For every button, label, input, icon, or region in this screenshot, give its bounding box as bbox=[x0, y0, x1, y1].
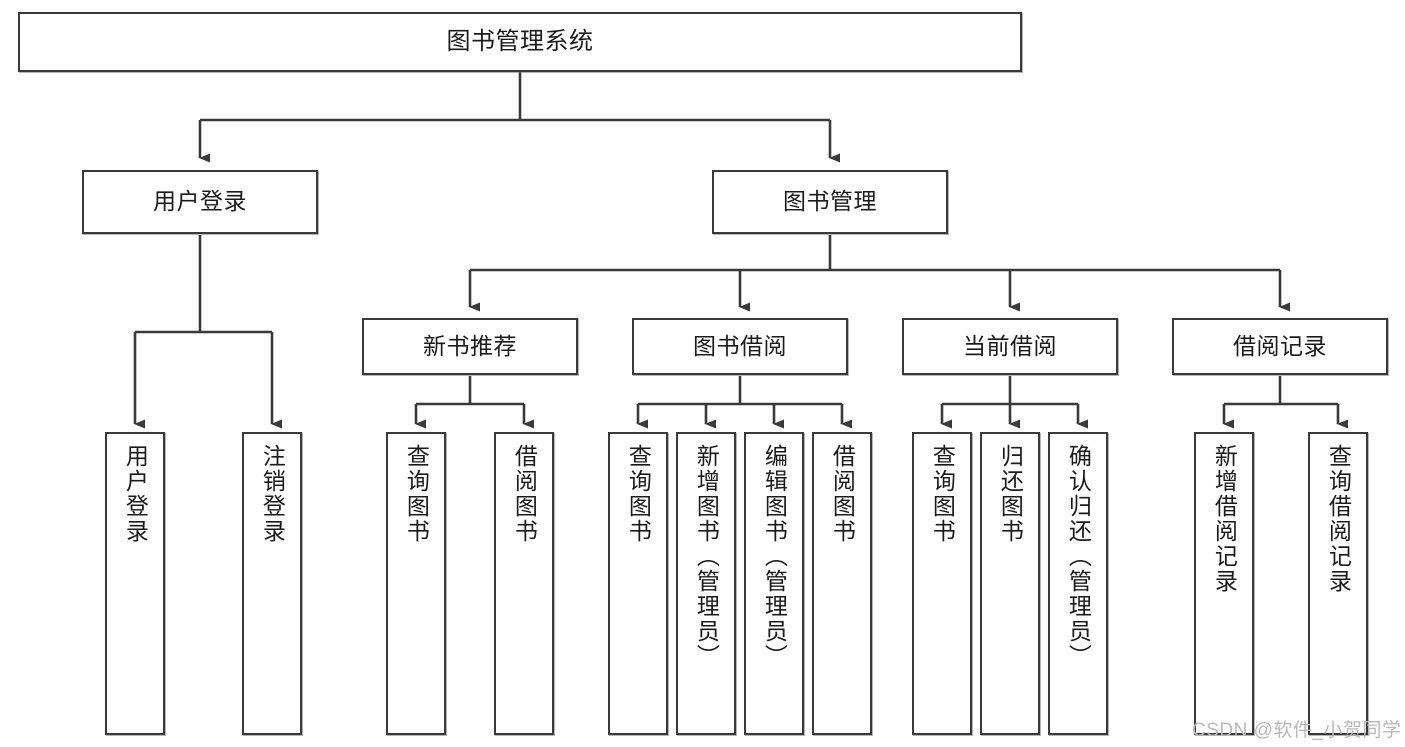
leaf-current-borrow-confirm[interactable]: 确认归还（管理员） bbox=[1048, 432, 1108, 735]
node-label: 用户登录 bbox=[153, 188, 247, 215]
node-current-borrow[interactable]: 当前借阅 bbox=[902, 318, 1118, 375]
node-label: 新增借阅记录 bbox=[1211, 444, 1238, 594]
node-label: 图书借阅 bbox=[693, 332, 787, 359]
node-label: 新增图书（管理员） bbox=[693, 444, 720, 669]
node-label: 图书管理 bbox=[783, 188, 877, 215]
node-book-borrow[interactable]: 图书借阅 bbox=[632, 318, 848, 375]
node-label: 新书推荐 bbox=[423, 332, 517, 359]
node-new-book-recommend[interactable]: 新书推荐 bbox=[362, 318, 578, 375]
node-label: 注销登录 bbox=[259, 444, 286, 544]
node-label: 编辑图书（管理员） bbox=[761, 444, 788, 669]
watermark-text: CSDN @软件_小贺同学 bbox=[1192, 720, 1402, 741]
leaf-user-login-login[interactable]: 用户登录 bbox=[105, 432, 165, 735]
leaf-borrow-record-query[interactable]: 查询借阅记录 bbox=[1308, 432, 1368, 735]
node-borrow-record[interactable]: 借阅记录 bbox=[1172, 318, 1388, 375]
node-label: 查询图书 bbox=[929, 444, 956, 544]
leaf-current-borrow-return[interactable]: 归还图书 bbox=[980, 432, 1040, 735]
leaf-new-book-borrow[interactable]: 借阅图书 bbox=[494, 432, 554, 735]
node-book-management[interactable]: 图书管理 bbox=[712, 170, 948, 234]
node-label: 当前借阅 bbox=[963, 332, 1057, 359]
leaf-user-login-logout[interactable]: 注销登录 bbox=[242, 432, 302, 735]
node-root-system[interactable]: 图书管理系统 bbox=[18, 12, 1022, 72]
node-label: 用户登录 bbox=[122, 444, 149, 544]
node-label: 图书管理系统 bbox=[446, 27, 594, 55]
node-label: 借阅图书 bbox=[829, 444, 856, 544]
node-label: 查询图书 bbox=[403, 444, 430, 544]
node-label: 借阅图书 bbox=[511, 444, 538, 544]
leaf-book-borrow-borrow[interactable]: 借阅图书 bbox=[812, 432, 872, 735]
leaf-current-borrow-query[interactable]: 查询图书 bbox=[912, 432, 972, 735]
leaf-book-borrow-query[interactable]: 查询图书 bbox=[608, 432, 668, 735]
node-label: 查询图书 bbox=[625, 444, 652, 544]
leaf-borrow-record-add[interactable]: 新增借阅记录 bbox=[1194, 432, 1254, 735]
leaf-new-book-query[interactable]: 查询图书 bbox=[386, 432, 446, 735]
leaf-book-borrow-edit[interactable]: 编辑图书（管理员） bbox=[744, 432, 804, 735]
node-label: 归还图书 bbox=[997, 444, 1024, 544]
node-label: 确认归还（管理员） bbox=[1065, 444, 1092, 669]
leaf-book-borrow-add[interactable]: 新增图书（管理员） bbox=[676, 432, 736, 735]
node-user-login[interactable]: 用户登录 bbox=[82, 170, 318, 234]
node-label: 借阅记录 bbox=[1233, 332, 1327, 359]
node-label: 查询借阅记录 bbox=[1325, 444, 1352, 594]
